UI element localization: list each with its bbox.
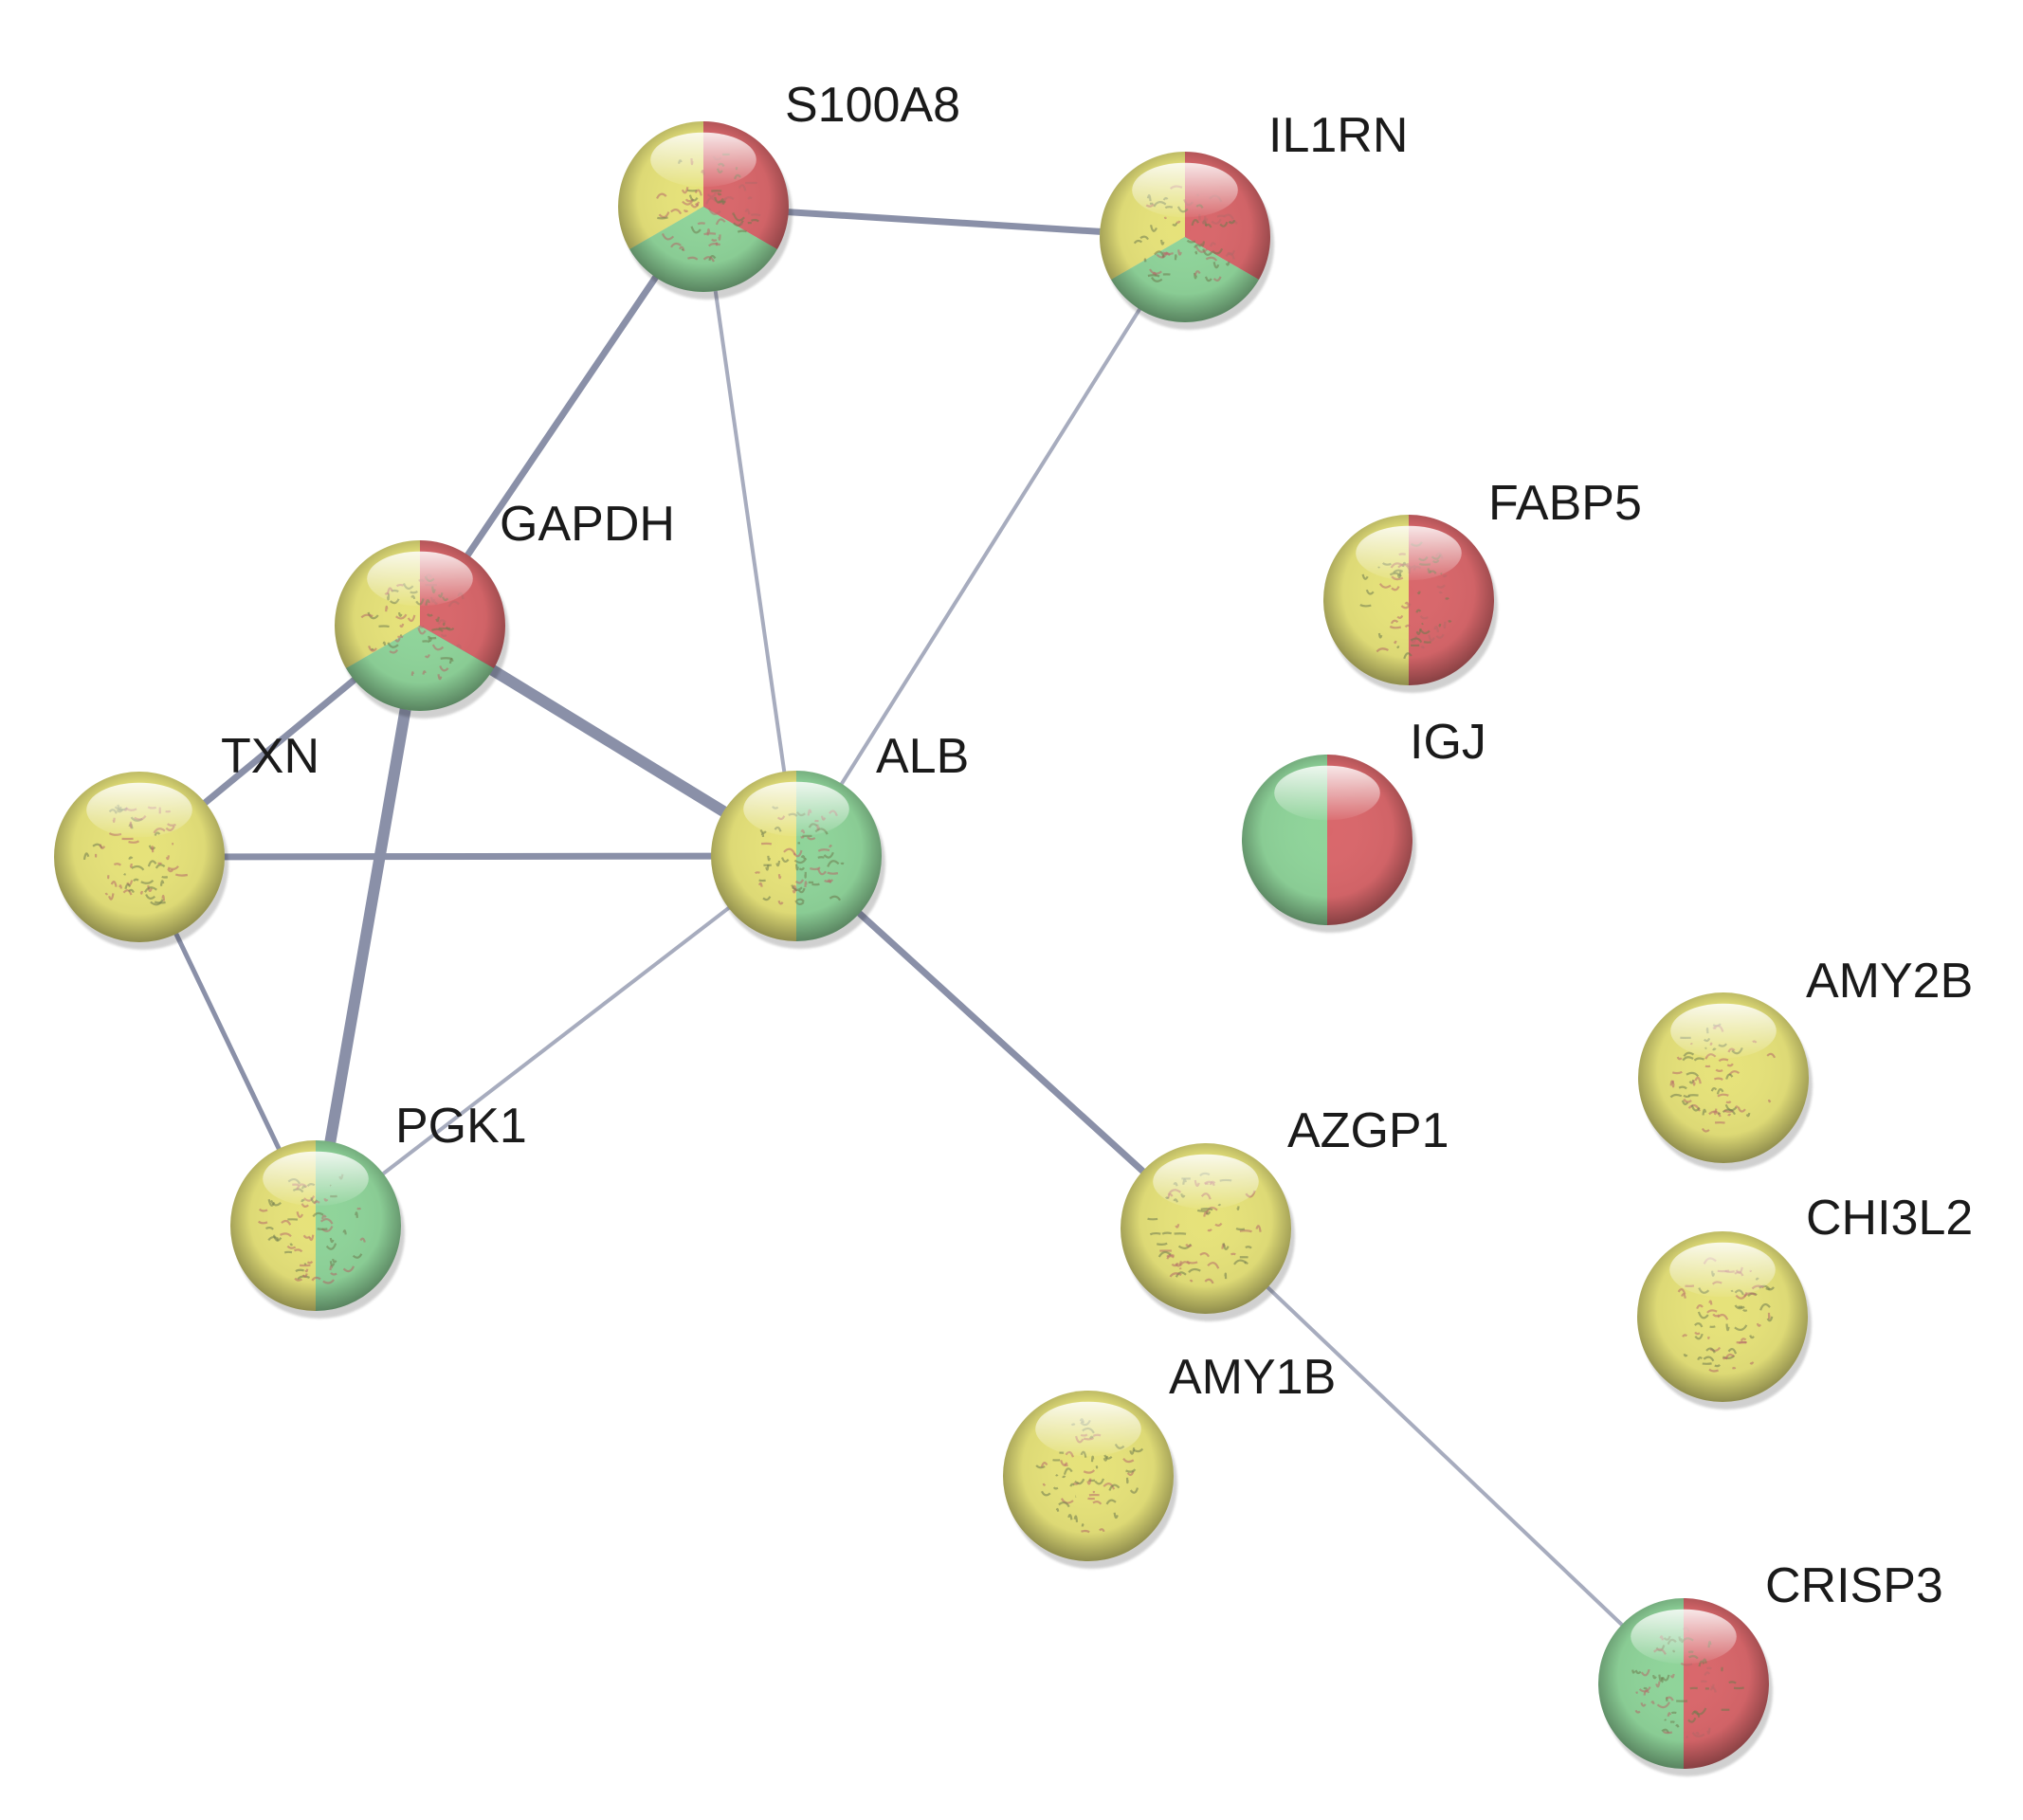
node-crisp3[interactable]: CRISP3 <box>1598 1558 1943 1776</box>
node-label-igj: IGJ <box>1410 715 1486 770</box>
node-azgp1[interactable]: AZGP1 <box>1121 1103 1449 1321</box>
edge-s100a8-alb <box>702 205 798 858</box>
node-label-txn: TXN <box>221 729 319 784</box>
node-label-azgp1: AZGP1 <box>1287 1103 1449 1158</box>
edge-il1rn-alb <box>794 235 1187 858</box>
node-gapdh[interactable]: GAPDH <box>334 497 675 719</box>
node-label-pgk1: PGK1 <box>395 1099 527 1154</box>
node-gloss <box>1356 525 1462 581</box>
node-gloss <box>86 782 192 838</box>
node-gloss <box>743 781 849 837</box>
node-igj[interactable]: IGJ <box>1242 715 1486 933</box>
node-label-crisp3: CRISP3 <box>1765 1558 1943 1613</box>
node-alb[interactable]: ALB <box>711 729 969 949</box>
node-gloss <box>1631 1609 1737 1665</box>
node-label-amy2b: AMY2B <box>1806 954 1973 1009</box>
node-label-il1rn: IL1RN <box>1268 108 1408 163</box>
edge-gapdh-pgk1 <box>310 620 426 1231</box>
node-gloss <box>1132 162 1238 218</box>
node-txn[interactable]: TXN <box>54 729 319 950</box>
node-amy2b[interactable]: AMY2B <box>1638 954 1973 1171</box>
node-label-gapdh: GAPDH <box>500 497 675 552</box>
node-amy1b[interactable]: AMY1B <box>1003 1350 1336 1569</box>
node-s100a8[interactable]: S100A8 <box>618 78 960 300</box>
node-label-amy1b: AMY1B <box>1169 1350 1336 1405</box>
node-fabp5[interactable]: FABP5 <box>1323 476 1642 693</box>
node-label-fabp5: FABP5 <box>1488 476 1642 531</box>
edge-txn-alb <box>136 852 800 861</box>
node-gloss <box>263 1151 369 1207</box>
node-gloss <box>1669 1242 1776 1298</box>
edges-layer <box>136 203 1686 1685</box>
node-chi3l2[interactable]: CHI3L2 <box>1637 1191 1973 1410</box>
node-label-alb: ALB <box>876 729 969 784</box>
node-gloss <box>1274 765 1380 821</box>
edge-pgk1-alb <box>314 854 798 1228</box>
node-gloss <box>1670 1003 1777 1059</box>
node-il1rn[interactable]: IL1RN <box>1100 108 1408 330</box>
node-gloss <box>1153 1154 1259 1210</box>
node-gloss <box>650 132 756 188</box>
node-pgk1[interactable]: PGK1 <box>230 1099 527 1319</box>
edge-azgp1-crisp3 <box>1204 1227 1686 1685</box>
node-label-chi3l2: CHI3L2 <box>1806 1191 1973 1246</box>
node-label-s100a8: S100A8 <box>785 78 960 133</box>
node-gloss <box>367 551 473 607</box>
node-gloss <box>1035 1401 1141 1457</box>
